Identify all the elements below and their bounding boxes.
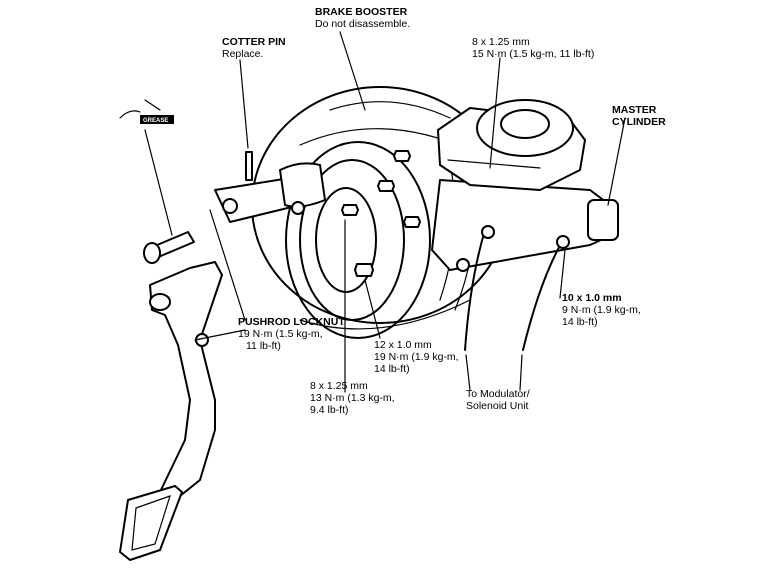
bolt-top-label: 8 x 1.25 mm 15 N·m (1.5 kg-m, 11 lb-ft) bbox=[472, 36, 594, 60]
cotter-pin-note: Replace. bbox=[222, 48, 264, 60]
pushrod-locknut-title: PUSHROD LOCKNUT bbox=[238, 316, 345, 328]
bolt-bottom-size: 8 x 1.25 mm bbox=[310, 380, 368, 392]
leader-lines bbox=[144, 31, 626, 393]
modulator-label: To Modulator/ Solenoid Unit bbox=[466, 388, 530, 412]
master-cylinder bbox=[431, 99, 619, 271]
pushrod-locknut-torque1: 19 N·m (1.5 kg-m, bbox=[238, 328, 323, 340]
master-cylinder-line2: CYLINDER bbox=[612, 116, 666, 128]
cotter-pin-title: COTTER PIN bbox=[222, 36, 286, 48]
master-cylinder-label: MASTER CYLINDER bbox=[612, 104, 666, 128]
brake-booster-label: BRAKE BOOSTER Do not disassemble. bbox=[315, 6, 410, 30]
bolt-bottom-torque2: 9.4 lb-ft) bbox=[310, 404, 349, 416]
bolt-right-label: 10 x 1.0 mm 9 N·m (1.9 kg-m, 14 lb-ft) bbox=[562, 292, 641, 328]
brake-pedal bbox=[119, 261, 223, 561]
bolt-mid-label: 12 x 1.0 mm 19 N·m (1.9 kg-m, 14 lb-ft) bbox=[374, 339, 459, 375]
master-cylinder-line1: MASTER bbox=[612, 104, 657, 116]
bolt-right-size: 10 x 1.0 mm bbox=[562, 292, 622, 304]
bolt-mid-size: 12 x 1.0 mm bbox=[374, 339, 432, 351]
cotter-pin-label: COTTER PIN Replace. bbox=[222, 36, 286, 60]
grease-label: GREASE bbox=[143, 118, 168, 124]
bolt-top-torque: 15 N·m (1.5 kg-m, 11 lb-ft) bbox=[472, 48, 595, 60]
clevis-assembly bbox=[214, 151, 326, 223]
booster-mounting-bolts bbox=[341, 150, 421, 277]
clevis-pin bbox=[143, 231, 195, 264]
pushrod-locknut-label: PUSHROD LOCKNUT 19 N·m (1.5 kg-m, 11 lb-… bbox=[238, 316, 345, 352]
bolt-right-torque1: 9 N·m (1.9 kg-m, bbox=[562, 304, 641, 316]
bolt-bottom-torque1: 13 N·m (1.3 kg-m, bbox=[310, 392, 395, 404]
bolt-top-size: 8 x 1.25 mm bbox=[472, 36, 530, 48]
bolt-right-torque2: 14 lb-ft) bbox=[562, 316, 598, 328]
pushrod-locknut-torque2: 11 lb-ft) bbox=[246, 340, 281, 352]
brake-booster-note: Do not disassemble. bbox=[315, 18, 411, 30]
brake-lines bbox=[456, 225, 570, 351]
grease-tag: GREASE bbox=[119, 99, 174, 124]
modulator-line2: Solenoid Unit bbox=[466, 400, 529, 412]
modulator-line1: To Modulator/ bbox=[466, 388, 530, 400]
bolt-bottom-label: 8 x 1.25 mm 13 N·m (1.3 kg-m, 9.4 lb-ft) bbox=[310, 380, 395, 416]
bolt-mid-torque1: 19 N·m (1.9 kg-m, bbox=[374, 351, 459, 363]
brake-booster-title: BRAKE BOOSTER bbox=[315, 6, 408, 18]
bolt-mid-torque2: 14 lb-ft) bbox=[374, 363, 410, 375]
